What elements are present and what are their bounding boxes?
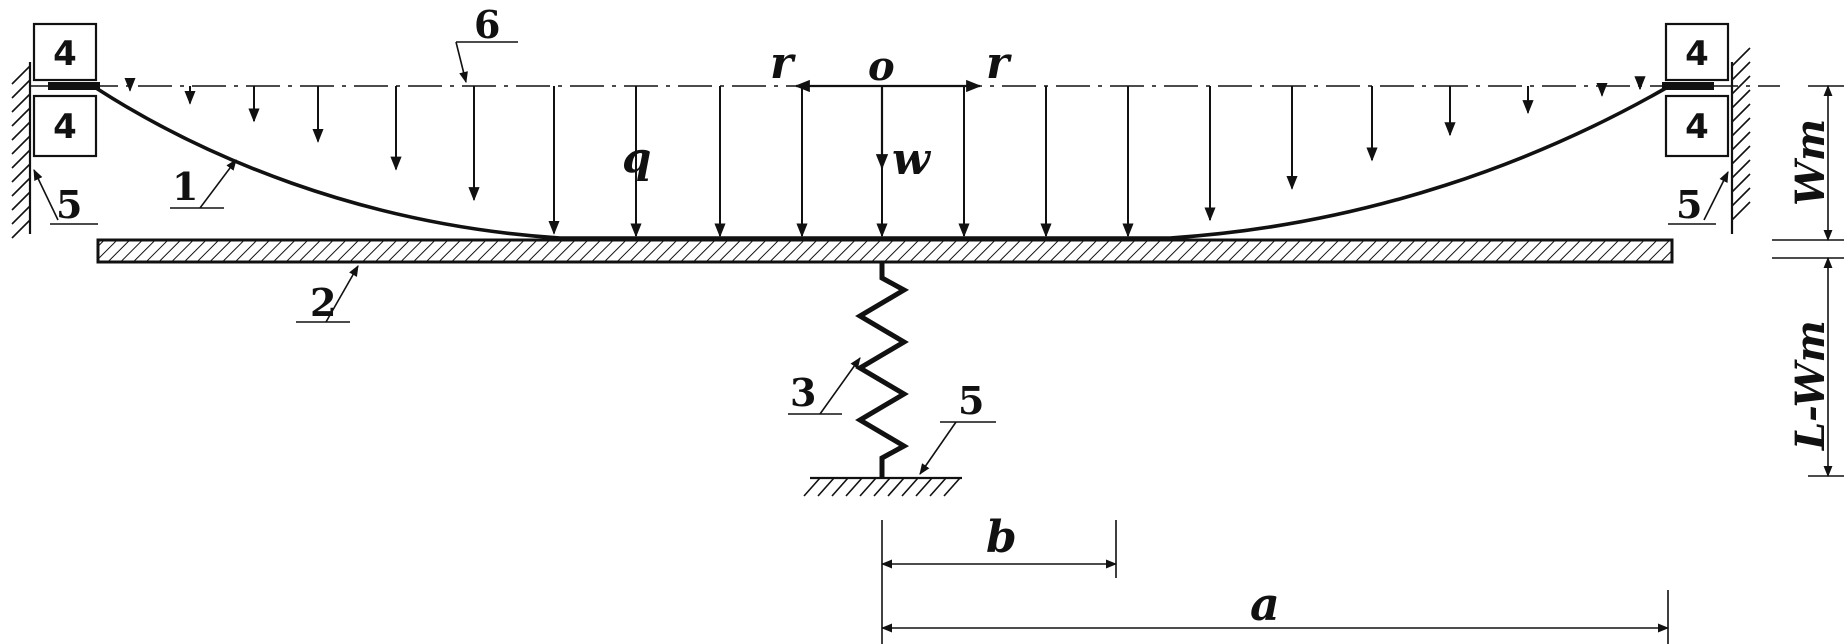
- leader-2: [296, 265, 359, 323]
- leader-5-right: [1668, 170, 1729, 225]
- hatch-line: [11, 191, 31, 211]
- hatch-line: [915, 477, 933, 497]
- clamp-label: 4: [53, 107, 77, 147]
- hatch-line: [831, 477, 849, 497]
- leader-3: [788, 357, 861, 415]
- a-label: a: [1250, 577, 1280, 631]
- hatch-line: [929, 477, 947, 497]
- hatch-line: [803, 477, 821, 497]
- q-label: q: [622, 133, 651, 182]
- left-clamp-jaw: [48, 82, 100, 90]
- hatch-line: [11, 219, 31, 239]
- r-right-label: r: [986, 38, 1012, 89]
- leader-6: [455, 41, 518, 84]
- hatch-line: [11, 149, 31, 169]
- leader-5-ground: [919, 421, 996, 475]
- clamp-label: 4: [1685, 34, 1709, 74]
- hatch-line: [845, 477, 863, 497]
- dimension-a: [880, 590, 1670, 644]
- label-1: 1: [172, 164, 198, 209]
- hatch-line: [11, 65, 31, 85]
- distributed-load-arrows: [124, 76, 1646, 238]
- hatch-line: [943, 477, 961, 497]
- hatch-line: [1731, 201, 1751, 221]
- dimension-b: [880, 520, 1118, 644]
- b-label: b: [986, 512, 1017, 563]
- hatch-line: [901, 477, 919, 497]
- r-left-label: r: [770, 38, 796, 89]
- wm-label: Wm: [1787, 119, 1834, 206]
- hatch-line: [1731, 173, 1751, 193]
- label-6: 6: [474, 2, 500, 47]
- clamp-label: 4: [53, 34, 77, 74]
- l-wm-label: L-Wm: [1787, 320, 1834, 451]
- leader-5-left: [33, 168, 98, 225]
- spring-ground: [803, 476, 962, 497]
- w-label: w: [892, 134, 932, 185]
- hatch-line: [11, 93, 31, 113]
- hatch-line: [1731, 131, 1751, 151]
- plate: [96, 238, 1674, 264]
- hatch-line: [859, 477, 877, 497]
- right-wall: [1730, 47, 1751, 234]
- hatch-line: [1731, 61, 1751, 81]
- hatch-line: [1731, 159, 1751, 179]
- hatch-line: [1731, 145, 1751, 165]
- right-top-clamp: 4: [1664, 22, 1730, 82]
- hatch-line: [11, 177, 31, 197]
- hatch-line: [11, 135, 31, 155]
- hatch-line: [1731, 75, 1751, 95]
- hatch-line: [1731, 89, 1751, 109]
- hatch-line: [11, 163, 31, 183]
- left-top-clamp: 4: [32, 22, 98, 82]
- membrane-curve: [95, 86, 1667, 240]
- hatch-line: [1731, 47, 1751, 67]
- spring: [855, 262, 910, 478]
- clamp-label: 4: [1685, 107, 1709, 147]
- hatch-line: [11, 121, 31, 141]
- hatch-line: [873, 477, 891, 497]
- label-3: 3: [790, 370, 816, 415]
- hatch-line: [11, 107, 31, 127]
- hatch-line: [11, 205, 31, 225]
- origin-label: o: [868, 43, 895, 90]
- hatch-line: [11, 79, 31, 99]
- label-5-ground: 5: [958, 378, 984, 423]
- right-bottom-clamp: 4: [1664, 94, 1730, 158]
- left-bottom-clamp: 4: [32, 94, 98, 158]
- dimension-wm: [1772, 84, 1844, 242]
- label-2: 2: [310, 280, 336, 325]
- hatch-line: [1731, 187, 1751, 207]
- right-clamp-jaw: [1662, 82, 1714, 90]
- axis-arrows: [794, 79, 982, 170]
- dimension-l-wm: [1772, 256, 1844, 478]
- hatch-line: [1731, 103, 1751, 123]
- hatch-line: [887, 477, 905, 497]
- label-5-left: 5: [56, 182, 82, 227]
- left-wall: [11, 62, 32, 239]
- hatch-line: [1731, 117, 1751, 137]
- label-5-right: 5: [1676, 182, 1702, 227]
- hatch-line: [817, 477, 835, 497]
- leader-1: [170, 159, 237, 209]
